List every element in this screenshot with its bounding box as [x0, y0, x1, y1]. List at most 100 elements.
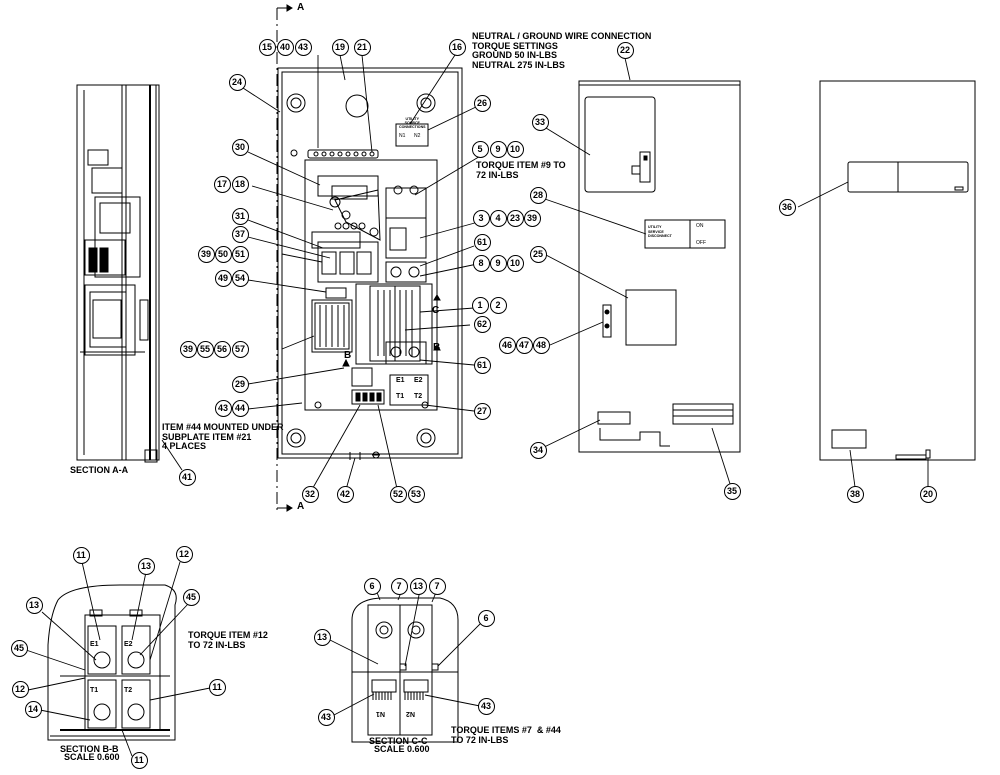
section-b-mark-right: B	[433, 342, 441, 353]
callout-balloon-b49: 49	[214, 269, 232, 287]
section-b-b-title: SECTION B-B	[60, 744, 119, 754]
callout-balloon-cc43b: 43	[477, 697, 495, 715]
callout-balloon-bb11c: 11	[130, 751, 148, 769]
callout-balloon-b53: 53	[407, 485, 425, 503]
disconnect-label: UTILITY SERVICE DISCONNECT	[648, 225, 672, 238]
section-c-c-view	[351, 597, 459, 743]
callout-balloon-b28: 28	[529, 186, 547, 204]
n1-label: N1	[399, 133, 406, 139]
callout-balloon-b47: 47	[515, 336, 533, 354]
callout-balloon-b5: 5	[471, 140, 489, 158]
callout-balloon-b51: 51	[231, 245, 249, 263]
callout-balloon-b30: 30	[231, 138, 249, 156]
t1-label: T1	[396, 393, 405, 400]
callout-balloon-bb45b: 45	[10, 639, 28, 657]
callout-balloon-b39b: 39	[197, 245, 215, 263]
utility-source-label: UTILITY SOURCE CONNECTIONS	[399, 117, 426, 129]
callout-balloon-b50: 50	[214, 245, 232, 263]
front-view	[276, 4, 463, 512]
callout-balloon-b21: 21	[353, 38, 371, 56]
callout-balloon-b34: 34	[529, 441, 547, 459]
callout-balloon-cc6b: 6	[477, 609, 495, 627]
callout-balloon-bb12b: 12	[11, 680, 29, 698]
section-a-a-view	[76, 84, 160, 463]
torque-item-12-note: TORQUE ITEM #12 TO 72 IN-LBS	[188, 630, 268, 650]
callout-balloon-bb13b: 13	[25, 596, 43, 614]
callout-balloon-b20: 20	[919, 485, 937, 503]
t2-label: T2	[414, 393, 423, 400]
e1-label: E1	[396, 377, 405, 384]
callout-balloon-b24: 24	[228, 73, 246, 91]
section-c-mark: C	[432, 305, 440, 316]
callout-balloon-cc7a: 7	[390, 577, 408, 595]
rear-view	[819, 80, 976, 461]
callout-balloon-b29: 29	[231, 375, 249, 393]
section-b-b-view	[47, 584, 177, 741]
n2-label: N2	[414, 133, 421, 139]
callout-balloon-b18: 18	[231, 175, 249, 193]
callout-balloon-b54: 54	[231, 269, 249, 287]
callout-balloon-b43a: 43	[294, 38, 312, 56]
callout-balloon-b22: 22	[616, 41, 634, 59]
callout-balloon-b61b: 61	[473, 356, 491, 374]
e2-label: E2	[414, 377, 423, 384]
on-label: ON	[696, 223, 704, 229]
door-view	[578, 80, 741, 453]
callout-balloon-b9b: 9	[489, 254, 507, 272]
callout-balloon-bb14: 14	[24, 700, 42, 718]
callout-balloon-bb12a: 12	[175, 545, 193, 563]
callout-balloon-b15: 15	[258, 38, 276, 56]
bb-t1-label: T1	[90, 687, 99, 694]
callout-balloon-b38: 38	[846, 485, 864, 503]
leader-lines	[25, 54, 929, 757]
callout-balloon-b31: 31	[231, 207, 249, 225]
callout-balloon-b2: 2	[489, 296, 507, 314]
torque-items-7-44-note: TORQUE ITEMS #7 & #44 TO 72 IN-LBS	[451, 725, 561, 745]
torque-item-9-note: TORQUE ITEM #9 TO 72 IN-LBS	[476, 160, 566, 180]
callout-balloon-b17: 17	[213, 175, 231, 193]
callout-balloon-b9a: 9	[489, 140, 507, 158]
callout-balloon-b37: 37	[231, 225, 249, 243]
callout-balloon-b3: 3	[472, 209, 490, 227]
item-44-note: ITEM #44 MOUNTED UNDER SUBPLATE ITEM #21…	[162, 422, 284, 451]
off-label: OFF	[696, 240, 706, 246]
callout-balloon-b39c: 39	[179, 340, 197, 358]
callout-balloon-b33: 33	[531, 113, 549, 131]
neutral-ground-note: NEUTRAL / GROUND WIRE CONNECTION TORQUE …	[472, 31, 652, 70]
callout-balloon-b10b: 10	[506, 254, 524, 272]
callout-balloon-b25: 25	[529, 245, 547, 263]
callout-balloon-cc43a: 43	[317, 708, 335, 726]
callout-balloon-b23: 23	[506, 209, 524, 227]
callout-balloon-b46: 46	[498, 336, 516, 354]
callout-balloon-cc13a: 13	[409, 577, 427, 595]
callout-balloon-b8: 8	[472, 254, 490, 272]
callout-balloon-b35: 35	[723, 482, 741, 500]
callout-balloon-b26: 26	[473, 94, 491, 112]
callout-balloon-b55: 55	[196, 340, 214, 358]
callout-balloon-bb45a: 45	[182, 588, 200, 606]
section-a-top-mark: A	[297, 2, 305, 13]
callout-balloon-b19: 19	[331, 38, 349, 56]
callout-balloon-b40: 40	[276, 38, 294, 56]
cc-n2-label: N2	[406, 710, 415, 717]
callout-balloon-b62: 62	[473, 315, 491, 333]
bb-e1-label: E1	[90, 641, 99, 648]
bb-e2-label: E2	[124, 641, 133, 648]
bb-t2-label: T2	[124, 687, 133, 694]
callout-balloon-b1: 1	[471, 296, 489, 314]
callout-balloon-b52: 52	[389, 485, 407, 503]
callout-balloon-b41: 41	[178, 468, 196, 486]
section-a-bottom-mark: A	[297, 501, 305, 512]
callout-balloon-cc6a: 6	[363, 577, 381, 595]
callout-balloon-b56: 56	[213, 340, 231, 358]
callout-balloon-b42: 42	[336, 485, 354, 503]
callout-balloon-bb11b: 11	[208, 678, 226, 696]
callout-balloon-b39a: 39	[523, 209, 541, 227]
callout-balloon-bb13a: 13	[137, 557, 155, 575]
callout-balloon-b36: 36	[778, 198, 796, 216]
section-b-b-scale: SCALE 0.600	[64, 752, 120, 762]
callout-balloon-cc7b: 7	[428, 577, 446, 595]
callout-balloon-b32: 32	[301, 485, 319, 503]
callout-balloon-b10a: 10	[506, 140, 524, 158]
